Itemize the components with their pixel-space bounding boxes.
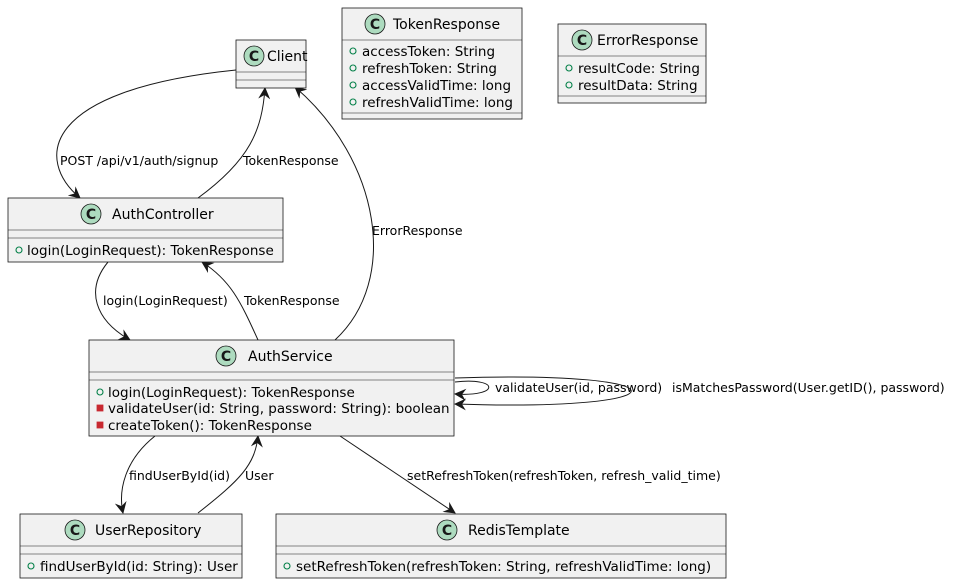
member: validateUser(id: String, password: Strin… [108, 401, 450, 417]
member: findUserById(id: String): User [40, 559, 238, 575]
edge-label-login-call: login(LoginRequest) [103, 293, 228, 308]
member: resultData: String [578, 78, 698, 94]
class-client[interactable]: C Client [235, 39, 308, 89]
edge-matches-self [454, 376, 632, 411]
class-icon-letter: C [249, 49, 259, 65]
class-icon [243, 45, 265, 67]
class-auth-controller[interactable]: C AuthController login(LoginRequest): To… [7, 197, 284, 263]
class-name: UserRepository [95, 523, 201, 539]
edges: POST /api/v1/auth/signup TokenResponse E… [56, 69, 945, 514]
public-marker [349, 64, 357, 72]
edge-signup [56, 69, 237, 199]
class-icon-letter: C [442, 523, 452, 539]
private-marker [96, 421, 104, 429]
member: refreshToken: String [362, 61, 497, 77]
edge-label-find-user: findUserById(id) [129, 468, 230, 483]
edge-label-validate-self: validateUser(id, password) [495, 380, 662, 395]
edge-find-user [114, 435, 156, 514]
class-icon [571, 29, 593, 51]
edge-validate-self [454, 380, 489, 401]
edge-label-controller-to-client: TokenResponse [242, 153, 339, 168]
class-icon [436, 519, 458, 541]
class-name: AuthController [112, 207, 214, 223]
class-icon-letter: C [86, 207, 96, 223]
edge-label-signup: POST /api/v1/auth/signup [60, 153, 218, 168]
edge-service-to-controller [201, 261, 259, 341]
member: login(LoginRequest): TokenResponse [27, 243, 274, 259]
class-name: TokenResponse [392, 17, 500, 33]
class-icon [215, 345, 237, 367]
class-icon [64, 519, 86, 541]
class-name: Client [267, 49, 308, 65]
member: setRefreshToken(refreshToken: String, re… [296, 559, 711, 575]
member: login(LoginRequest): TokenResponse [108, 385, 355, 401]
member: resultCode: String [578, 61, 700, 77]
public-marker [27, 562, 35, 570]
public-marker [565, 64, 573, 72]
edge-label-service-to-controller: TokenResponse [243, 293, 340, 308]
public-marker [283, 562, 291, 570]
edge-label-service-error: ErrorResponse [372, 223, 463, 238]
class-auth-service[interactable]: C AuthService login(LoginRequest): Token… [88, 339, 455, 437]
public-marker [349, 81, 357, 89]
class-redis-template[interactable]: C RedisTemplate setRefreshToken(refreshT… [275, 513, 727, 579]
public-marker [349, 98, 357, 106]
member: refreshValidTime: long [362, 95, 513, 111]
class-icon [80, 203, 102, 225]
public-marker [349, 47, 357, 55]
public-marker [96, 388, 104, 396]
class-icon-letter: C [370, 17, 380, 33]
edge-set-refresh [339, 435, 456, 514]
class-icon [364, 13, 386, 35]
class-icon-letter: C [70, 523, 80, 539]
class-icon-letter: C [221, 349, 231, 365]
member: accessToken: String [362, 44, 495, 60]
member: accessValidTime: long [362, 78, 511, 94]
member: createToken(): TokenResponse [108, 418, 312, 434]
class-token-response[interactable]: C TokenResponse accessToken: String refr… [341, 7, 523, 120]
edge-controller-to-client [197, 87, 271, 199]
class-name: ErrorResponse [597, 33, 698, 49]
edge-label-user-return: User [245, 468, 274, 483]
edge-login-call [95, 261, 131, 341]
edge-label-set-refresh: setRefreshToken(refreshToken, refresh_va… [407, 468, 721, 483]
edge-service-error [294, 86, 374, 341]
class-name: AuthService [248, 349, 333, 365]
edge-user-return [197, 435, 263, 514]
class-icon-letter: C [577, 33, 587, 49]
edge-label-matches-self: isMatchesPassword(User.getID(), password… [672, 380, 945, 395]
class-name: RedisTemplate [468, 523, 570, 539]
public-marker [565, 81, 573, 89]
class-error-response[interactable]: C ErrorResponse resultCode: String resul… [557, 23, 707, 104]
private-marker [96, 404, 104, 412]
public-marker [15, 246, 23, 254]
class-user-repository[interactable]: C UserRepository findUserById(id: String… [19, 513, 243, 579]
